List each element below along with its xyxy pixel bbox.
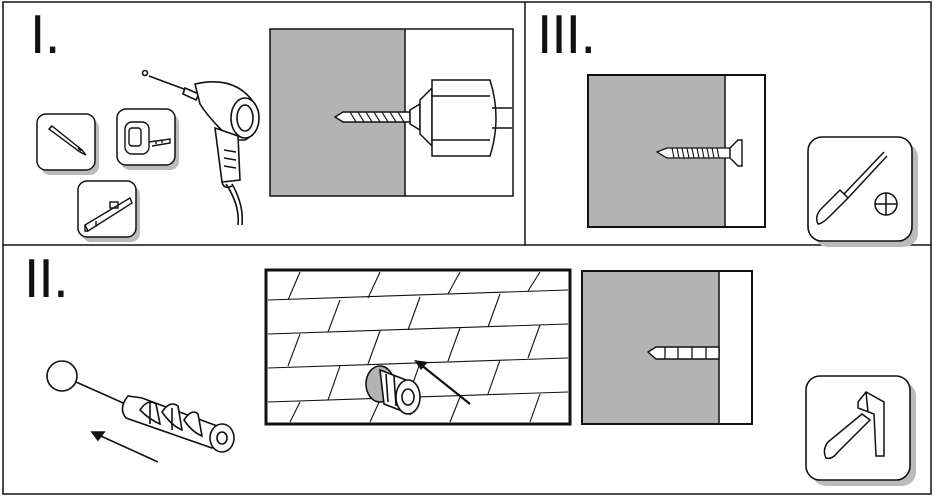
step-label-3: III. (537, 6, 597, 66)
wall-plug-icon (46, 360, 235, 463)
pencil-icon (36, 113, 99, 175)
spirit-level-icon (77, 180, 140, 242)
wall-screw-section (587, 74, 766, 228)
wall-drilling-section (269, 28, 514, 197)
step-label-1: I. (30, 6, 61, 66)
step-label-2: II. (24, 250, 69, 310)
screwdriver-icon (807, 136, 918, 247)
tape-measure-icon (116, 108, 179, 170)
drill-icon (141, 69, 260, 226)
hammer-icon (805, 375, 916, 486)
brick-wall-section (264, 268, 572, 426)
wall-plug-section (581, 270, 753, 425)
